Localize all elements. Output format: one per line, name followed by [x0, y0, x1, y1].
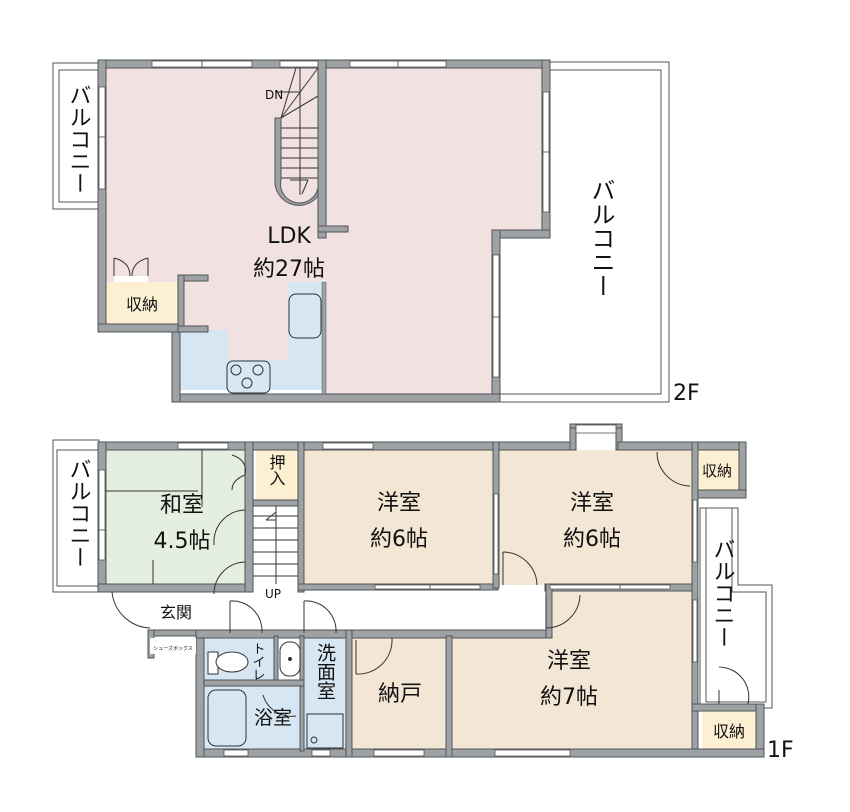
- youshitsu-1-size: 約6帖: [370, 527, 428, 552]
- kitchen: [180, 282, 322, 390]
- genkan-label: 玄関: [160, 603, 192, 622]
- toilet-label: トイレ: [250, 642, 265, 681]
- shoebox-label: シューズボックス: [153, 645, 193, 652]
- youshitsu-1-name: 洋室: [377, 491, 421, 516]
- balcony-1f-left: [52, 439, 100, 593]
- washroom: [304, 638, 346, 750]
- washitsu-room: [106, 450, 248, 584]
- youshitsu-3: [450, 591, 692, 750]
- storage-1f-top-label: 収納: [702, 462, 732, 480]
- stairs-up-label: UP: [265, 587, 281, 601]
- bath-label: 浴室: [254, 707, 292, 729]
- storage-2f: [106, 282, 178, 326]
- balcony-2f-left: [52, 62, 100, 210]
- stairs-2f: [275, 67, 319, 195]
- balcony-1f-right-label: バルコニー: [710, 538, 735, 648]
- nando: [352, 638, 446, 750]
- youshitsu-3-name: 洋室: [547, 649, 591, 674]
- storage-1f-bottom: [702, 711, 756, 749]
- ldk-size: 約27帖: [253, 257, 325, 282]
- washitsu-name: 和室: [160, 493, 204, 518]
- floor-label-2f: 2F: [673, 381, 700, 406]
- youshitsu-2-name: 洋室: [570, 491, 614, 516]
- stairs-dn-label: DN: [265, 88, 283, 102]
- floor-1f: 和室 4.5帖 押入 洋室 約6帖 洋室 約6帖 収納 洋室 約7帖 納戸 収納…: [52, 423, 794, 763]
- ldk-name: LDK: [267, 224, 311, 249]
- nando-label: 納戸: [378, 682, 422, 707]
- youshitsu-2-size: 約6帖: [563, 527, 621, 552]
- storage-1f-top: [695, 450, 739, 490]
- washroom-label: 洗面室: [314, 643, 336, 700]
- balcony-2f-right-label: バルコニー: [587, 178, 615, 298]
- washitsu-size: 4.5帖: [154, 529, 211, 554]
- youshitsu-2: [498, 450, 692, 585]
- storage-2f-label: 収納: [126, 295, 158, 314]
- oshiire-label: 押入: [267, 454, 286, 486]
- bath: [204, 686, 300, 750]
- storage-1f-bottom-label: 収納: [713, 722, 745, 741]
- youshitsu-3-size: 約7帖: [540, 685, 598, 710]
- floor-2f: DN LDK 約27帖 収納 バルコニー バルコニー 2F: [52, 59, 700, 406]
- youshitsu-1: [302, 450, 494, 585]
- floor-label-1f: 1F: [767, 738, 794, 763]
- balcony-2f-left-label: バルコニー: [66, 84, 91, 194]
- stairs-1f: [253, 506, 298, 584]
- oshiire: [256, 450, 298, 500]
- balcony-1f-left-label: バルコニー: [66, 458, 91, 568]
